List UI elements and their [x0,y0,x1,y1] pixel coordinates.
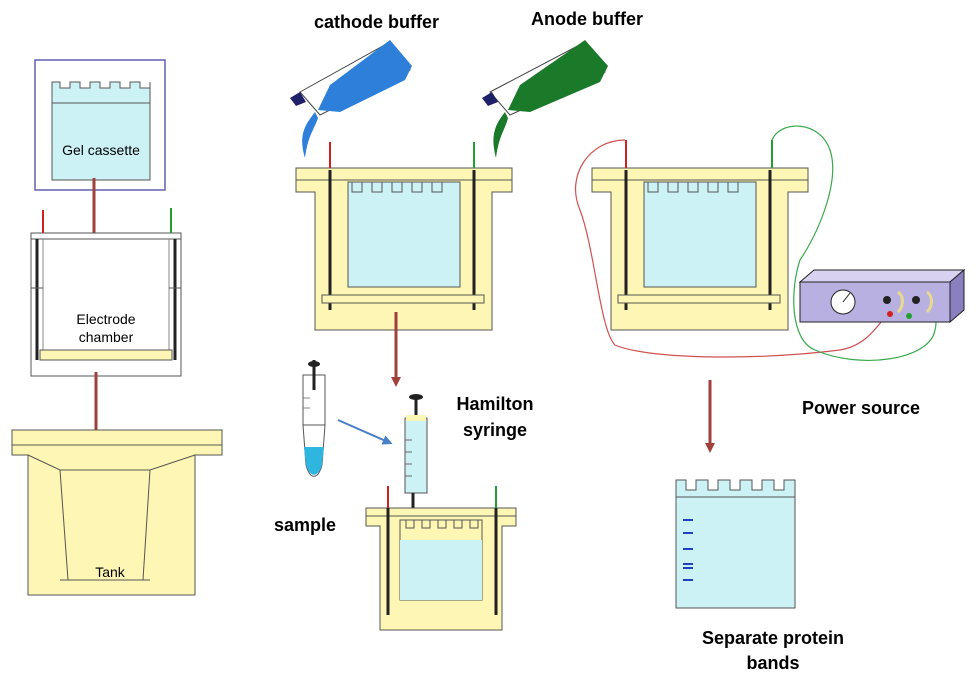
running-tank [591,140,809,331]
green-wire [771,125,937,361]
anode-buffer-beaker [482,40,608,158]
tank [11,429,223,596]
hamilton-label-2: syringe [462,420,528,440]
sample-label: sample [274,515,337,535]
arrow-sample-to-syringe [337,419,393,445]
power-source-label: Power source [802,398,921,418]
power-source-box [798,268,966,324]
tank-label: Tank [95,564,125,580]
loading-tank [365,486,517,631]
assembled-tank [295,142,513,331]
cathode-buffer-beaker [290,40,412,158]
gel-cassette [34,59,166,191]
hamilton-label-1: Hamilton [456,394,534,414]
cathode-buffer-label: cathode buffer [314,12,440,32]
anode-buffer-label: Anode buffer [531,9,643,29]
electrode-chamber [30,208,182,377]
red-wire [575,139,891,358]
electrode-chamber-label-2: chamber [78,329,134,345]
separate-bands-label-2: bands [746,653,800,673]
gel-cassette-label: Gel cassette [62,142,140,158]
electrode-chamber-label-1: Electrode [76,311,136,327]
sample-tube [302,360,326,477]
separate-bands-label-1: Separate protein [701,628,845,648]
separated-gel [675,479,796,609]
